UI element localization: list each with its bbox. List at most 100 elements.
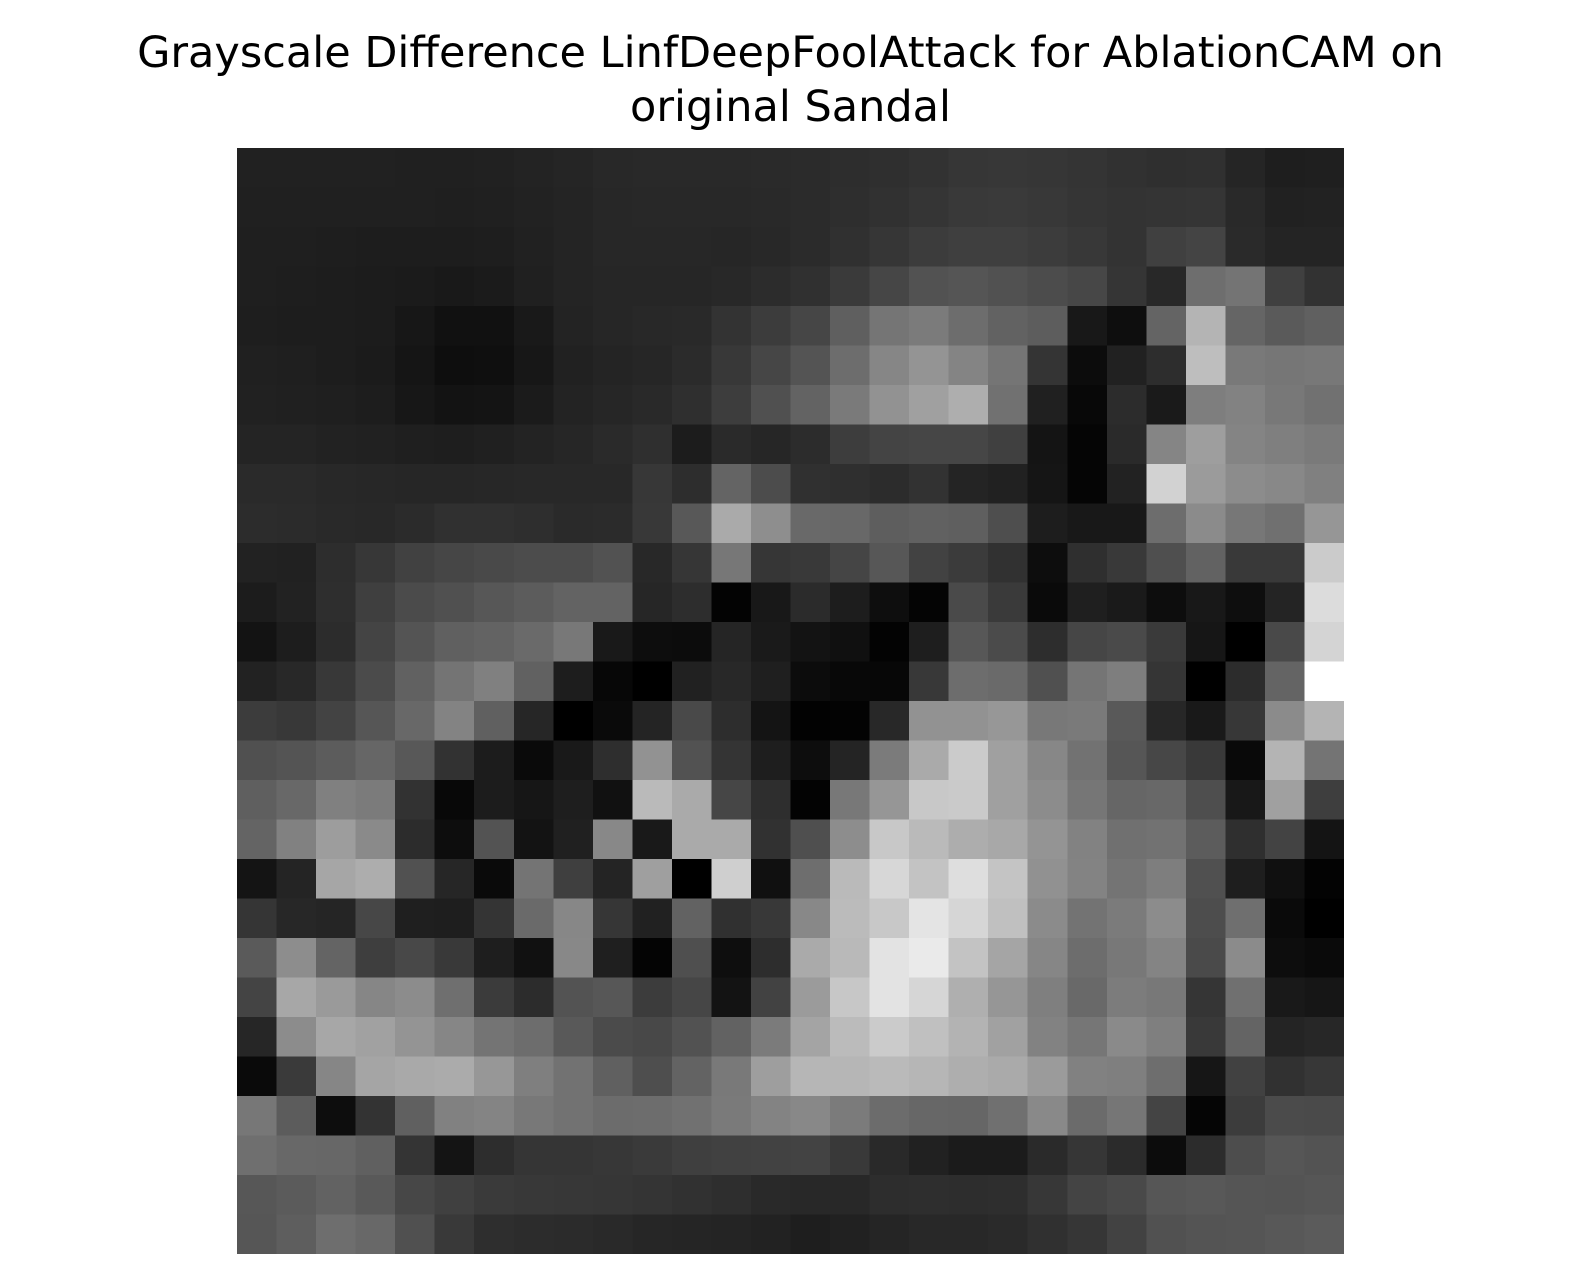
heatmap-cell-r17-c27 bbox=[1304, 819, 1344, 860]
heatmap-cell-r13-c11 bbox=[671, 661, 713, 702]
heatmap-cell-r8-c6 bbox=[474, 464, 515, 505]
heatmap-cell-r1-c22 bbox=[1106, 187, 1147, 228]
heatmap-cell-r3-c26 bbox=[1264, 266, 1306, 307]
heatmap-cell-r25-c23 bbox=[1146, 1135, 1187, 1176]
heatmap-cell-r18-c21 bbox=[1067, 859, 1108, 900]
heatmap-cell-r4-c24 bbox=[1185, 306, 1226, 347]
heatmap-cell-r12-c23 bbox=[1146, 622, 1187, 663]
heatmap-cell-r22-c5 bbox=[434, 1017, 475, 1058]
heatmap-cell-r20-c27 bbox=[1304, 938, 1344, 979]
heatmap-cell-r26-c21 bbox=[1067, 1175, 1108, 1216]
heatmap-cell-r5-c10 bbox=[632, 345, 673, 386]
heatmap-cell-r14-c23 bbox=[1146, 701, 1187, 742]
heatmap-cell-r1-c19 bbox=[988, 187, 1029, 228]
heatmap-cell-r27-c20 bbox=[1027, 1214, 1068, 1254]
heatmap-cell-r22-c13 bbox=[750, 1017, 792, 1058]
heatmap-cell-r21-c8 bbox=[553, 977, 594, 1018]
heatmap-cell-r21-c27 bbox=[1304, 977, 1344, 1018]
heatmap-cell-r10-c14 bbox=[790, 543, 831, 584]
heatmap-cell-r15-c6 bbox=[474, 740, 515, 781]
heatmap-cell-r25-c12 bbox=[711, 1135, 752, 1176]
heatmap-cell-r26-c8 bbox=[553, 1175, 594, 1216]
heatmap-cell-r22-c4 bbox=[395, 1017, 436, 1058]
heatmap-cell-r20-c22 bbox=[1106, 938, 1147, 979]
heatmap-cell-r8-c14 bbox=[790, 464, 831, 505]
heatmap-cell-r0-c16 bbox=[869, 148, 910, 189]
heatmap-cell-r26-c15 bbox=[830, 1175, 871, 1216]
heatmap-cell-r14-c16 bbox=[869, 701, 910, 742]
heatmap-cell-r4-c22 bbox=[1106, 306, 1147, 347]
heatmap-cell-r3-c14 bbox=[790, 266, 831, 307]
heatmap-cell-r17-c26 bbox=[1264, 819, 1306, 860]
heatmap-cell-r12-c19 bbox=[988, 622, 1029, 663]
heatmap-cell-r17-c19 bbox=[988, 819, 1029, 860]
heatmap-cell-r21-c22 bbox=[1106, 977, 1147, 1018]
heatmap-cell-r10-c23 bbox=[1146, 543, 1187, 584]
heatmap-cell-r13-c0 bbox=[237, 661, 278, 702]
heatmap-cell-r12-c27 bbox=[1304, 622, 1344, 663]
heatmap-cell-r20-c5 bbox=[434, 938, 475, 979]
heatmap-cell-r24-c25 bbox=[1225, 1096, 1266, 1137]
heatmap-cell-r25-c21 bbox=[1067, 1135, 1108, 1176]
heatmap-cell-r2-c27 bbox=[1304, 227, 1344, 268]
heatmap-cell-r26-c10 bbox=[632, 1175, 673, 1216]
heatmap-cell-r18-c7 bbox=[513, 859, 554, 900]
heatmap-cell-r12-c10 bbox=[632, 622, 673, 663]
heatmap-cell-r17-c7 bbox=[513, 819, 554, 860]
heatmap-cell-r0-c7 bbox=[513, 148, 554, 189]
heatmap-cell-r7-c20 bbox=[1027, 424, 1068, 465]
heatmap-cell-r8-c23 bbox=[1146, 464, 1187, 505]
heatmap-cell-r21-c23 bbox=[1146, 977, 1187, 1018]
heatmap-cell-r3-c10 bbox=[632, 266, 673, 307]
heatmap-cell-r3-c25 bbox=[1225, 266, 1266, 307]
heatmap-cell-r9-c10 bbox=[632, 503, 673, 544]
heatmap-cell-r2-c24 bbox=[1185, 227, 1226, 268]
heatmap-cell-r14-c6 bbox=[474, 701, 515, 742]
heatmap-cell-r14-c18 bbox=[948, 701, 989, 742]
heatmap-cell-r21-c4 bbox=[395, 977, 436, 1018]
heatmap-cell-r13-c13 bbox=[750, 661, 792, 702]
heatmap-cell-r19-c7 bbox=[513, 898, 554, 939]
heatmap-cell-r2-c9 bbox=[592, 227, 633, 268]
heatmap-cell-r5-c8 bbox=[553, 345, 594, 386]
heatmap-cell-r5-c11 bbox=[671, 345, 713, 386]
chart-title-line-2: original Sandal bbox=[630, 82, 951, 132]
heatmap-cell-r8-c25 bbox=[1225, 464, 1266, 505]
heatmap-cell-r15-c9 bbox=[592, 740, 633, 781]
heatmap-cell-r18-c26 bbox=[1264, 859, 1306, 900]
heatmap-cell-r27-c7 bbox=[513, 1214, 554, 1254]
heatmap-cell-r14-c7 bbox=[513, 701, 554, 742]
heatmap-cell-r21-c15 bbox=[830, 977, 871, 1018]
heatmap-cell-r0-c9 bbox=[592, 148, 633, 189]
heatmap-cell-r1-c26 bbox=[1264, 187, 1306, 228]
chart-title: Grayscale Difference LinfDeepFoolAttack … bbox=[0, 26, 1581, 134]
heatmap-cell-r14-c1 bbox=[276, 701, 317, 742]
heatmap-cell-r5-c15 bbox=[830, 345, 871, 386]
heatmap-cell-r5-c26 bbox=[1264, 345, 1306, 386]
heatmap-cell-r2-c3 bbox=[355, 227, 396, 268]
heatmap-cell-r2-c26 bbox=[1264, 227, 1306, 268]
heatmap-cell-r17-c18 bbox=[948, 819, 989, 860]
heatmap-cell-r27-c23 bbox=[1146, 1214, 1187, 1254]
heatmap-cell-r23-c8 bbox=[553, 1056, 594, 1097]
heatmap-cell-r19-c2 bbox=[316, 898, 357, 939]
heatmap-cell-r22-c21 bbox=[1067, 1017, 1108, 1058]
heatmap-cell-r22-c27 bbox=[1304, 1017, 1344, 1058]
heatmap-cell-r12-c9 bbox=[592, 622, 633, 663]
heatmap-cell-r0-c6 bbox=[474, 148, 515, 189]
heatmap-cell-r24-c20 bbox=[1027, 1096, 1068, 1137]
heatmap-cell-r16-c6 bbox=[474, 780, 515, 821]
heatmap-cell-r22-c19 bbox=[988, 1017, 1029, 1058]
heatmap-cell-r2-c20 bbox=[1027, 227, 1068, 268]
heatmap-cell-r26-c5 bbox=[434, 1175, 475, 1216]
heatmap-cell-r17-c4 bbox=[395, 819, 436, 860]
heatmap-cell-r19-c12 bbox=[711, 898, 752, 939]
heatmap-cell-r23-c2 bbox=[316, 1056, 357, 1097]
heatmap-cell-r14-c13 bbox=[750, 701, 792, 742]
heatmap-cell-r23-c21 bbox=[1067, 1056, 1108, 1097]
heatmap-cell-r6-c20 bbox=[1027, 385, 1068, 426]
heatmap-cell-r6-c9 bbox=[592, 385, 633, 426]
heatmap-cell-r17-c5 bbox=[434, 819, 475, 860]
heatmap-cell-r4-c17 bbox=[909, 306, 950, 347]
heatmap-cell-r3-c2 bbox=[316, 266, 357, 307]
